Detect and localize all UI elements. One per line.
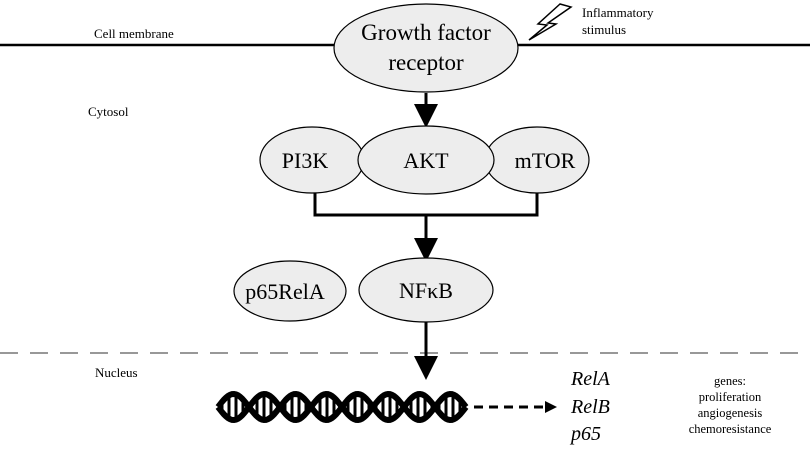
lightning-bolt-icon: [528, 3, 573, 41]
nucleus-label: Nucleus: [95, 365, 138, 380]
arrow-dna-to-genes-head: [545, 401, 557, 413]
gene-p65-label: p65: [569, 423, 601, 445]
mtor-node: mTOR: [484, 126, 590, 194]
stimulus-label-line2: stimulus: [582, 22, 626, 37]
gene-functions-heading: genes:: [714, 374, 746, 388]
gene-relb-label: RelB: [570, 396, 610, 418]
akt-node: AKT: [357, 125, 495, 195]
nfkb-label: NFκB: [399, 278, 453, 303]
pi3k-node: PI3K: [259, 126, 365, 194]
receptor-label-line2: receptor: [388, 50, 464, 75]
stimulus-label-line1: Inflammatory: [582, 5, 654, 20]
dna-strand-b: [215, 390, 469, 424]
nfkb-node: NFκB: [358, 257, 494, 323]
p65rela-node: p65RelA: [233, 260, 347, 322]
p65rela-label: p65RelA: [245, 279, 325, 304]
receptor-label-line1: Growth factor: [361, 20, 491, 45]
gene-function-angiogenesis: angiogenesis: [698, 406, 763, 420]
cytosol-label: Cytosol: [88, 104, 129, 119]
akt-label: AKT: [403, 148, 449, 173]
gene-rela-label: RelA: [570, 368, 611, 390]
growth-factor-receptor-node: Growth factor receptor: [333, 3, 519, 93]
pi3k-label: PI3K: [282, 148, 329, 173]
mtor-label: mTOR: [515, 148, 576, 173]
gene-function-chemoresistance: chemoresistance: [689, 422, 772, 436]
complex-bracket-connector: [313, 193, 539, 217]
cell-membrane-label: Cell membrane: [94, 26, 174, 41]
dna-double-helix-icon: [215, 390, 469, 424]
gene-function-proliferation: proliferation: [699, 390, 762, 404]
